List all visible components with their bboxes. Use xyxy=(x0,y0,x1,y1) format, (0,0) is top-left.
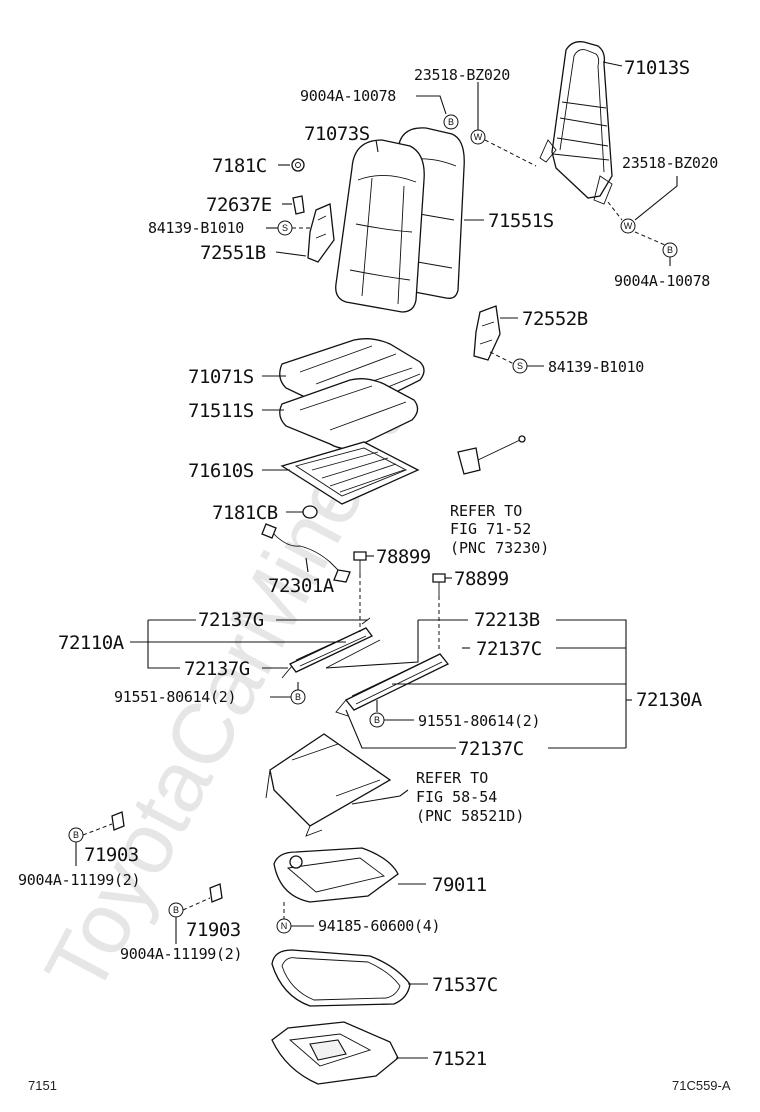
seatback-frame-71013S xyxy=(539,41,613,205)
screw-symbol-84139-right: S xyxy=(512,358,528,374)
label-72130A: 72130A xyxy=(636,689,703,711)
svg-text:W: W xyxy=(474,132,483,142)
label-72137C-bottom: 72137C xyxy=(458,738,524,760)
label-72637E: 72637E xyxy=(206,194,272,216)
seat-cushion-frame-71610S xyxy=(280,441,420,505)
bolt-78899-a xyxy=(353,551,367,574)
label-84139-B1010-left: 84139-B1010 xyxy=(148,219,244,237)
svg-text:S: S xyxy=(517,361,523,371)
nut-symbol-94185: N xyxy=(276,918,292,934)
refer-fig-71-52-line3: (PNC 73230) xyxy=(450,539,549,557)
seat-pan-58521D xyxy=(265,733,392,837)
label-72110A: 72110A xyxy=(58,632,125,654)
screw-symbol-84139-left: S xyxy=(277,220,293,236)
refer-fig-58-54-line2: FIG 58-54 xyxy=(416,788,497,806)
refer-fig-58-54-line1: REFER TO xyxy=(416,769,488,787)
label-9004A-11199-b: 9004A-11199(2) xyxy=(120,945,242,963)
label-71610S: 71610S xyxy=(188,460,254,482)
bottom-cover-71521 xyxy=(271,1021,399,1085)
label-91551-80614-left: 91551-80614(2) xyxy=(114,688,236,706)
label-23518-BZ020-top: 23518-BZ020 xyxy=(414,66,510,84)
part-labels: 71013S 23518-BZ020 9004A-10078 71073S 71… xyxy=(18,57,719,1070)
label-79011: 79011 xyxy=(432,874,487,896)
svg-text:S: S xyxy=(282,223,288,233)
footer-diagram-code: 71C559-A xyxy=(672,1078,731,1093)
label-72137G-bottom: 72137G xyxy=(184,658,250,680)
leader-lines xyxy=(75,61,678,1059)
label-72301A: 72301A xyxy=(268,575,335,597)
label-71071S: 71071S xyxy=(188,366,254,388)
label-7181C: 7181C xyxy=(212,155,267,177)
washer-7181CB xyxy=(302,505,318,519)
bolt-symbol-9004A-10078-top: B xyxy=(443,114,459,130)
label-78899-a: 78899 xyxy=(376,546,431,568)
label-94185-60600: 94185-60600(4) xyxy=(318,917,440,935)
washer-symbol-23518-right: W xyxy=(620,218,636,234)
adjuster-72110A xyxy=(281,617,373,679)
bolt-78899-b xyxy=(432,573,446,596)
label-84139-B1010-right: 84139-B1010 xyxy=(548,358,644,376)
label-9004A-11199-a: 9004A-11199(2) xyxy=(18,871,140,889)
svg-text:B: B xyxy=(448,117,454,127)
label-71551S: 71551S xyxy=(488,210,554,232)
label-72137G-top: 72137G xyxy=(198,609,264,631)
cap-72637E xyxy=(292,195,305,215)
svg-text:B: B xyxy=(295,692,301,702)
label-72552B: 72552B xyxy=(522,308,588,330)
clip-7181C xyxy=(291,158,305,172)
label-71511S: 71511S xyxy=(188,400,254,422)
refer-fig-58-54-line3: (PNC 58521D) xyxy=(416,807,524,825)
label-72213B: 72213B xyxy=(474,609,540,631)
label-71521: 71521 xyxy=(432,1048,487,1070)
cable-72301A xyxy=(261,523,351,583)
cover-72551B xyxy=(307,203,335,263)
svg-text:B: B xyxy=(374,715,380,725)
cover-79011 xyxy=(273,847,399,903)
footer-figure-number: 7151 xyxy=(28,1078,57,1093)
clip-71903-b xyxy=(209,883,223,903)
recliner-cable xyxy=(457,435,526,475)
label-9004A-10078-right: 9004A-10078 xyxy=(614,272,710,290)
svg-text:N: N xyxy=(281,921,288,931)
svg-text:B: B xyxy=(173,905,179,915)
svg-text:B: B xyxy=(667,245,673,255)
label-23518-BZ020-right: 23518-BZ020 xyxy=(622,154,718,172)
seat-cushion-pad-71511S xyxy=(279,378,419,450)
adjuster-72130A xyxy=(325,639,450,717)
label-71013S: 71013S xyxy=(624,57,690,79)
svg-text:B: B xyxy=(73,830,79,840)
refer-fig-71-52-line1: REFER TO xyxy=(450,502,522,520)
frame-71537C xyxy=(271,949,411,1007)
label-7181CB: 7181CB xyxy=(212,502,278,524)
bolt-symbol-9004A-11199-b: B xyxy=(168,902,184,918)
svg-text:W: W xyxy=(624,221,633,231)
label-71537C: 71537C xyxy=(432,974,498,996)
refer-fig-71-52-line2: FIG 71-52 xyxy=(450,520,531,538)
label-71073S: 71073S xyxy=(304,123,370,145)
label-72551B: 72551B xyxy=(200,242,266,264)
bolt-symbol-91551-left: B xyxy=(290,689,306,705)
cover-72552B xyxy=(473,305,501,361)
bolt-symbol-9004A-11199-a: B xyxy=(68,827,84,843)
seatback-assembly xyxy=(335,127,465,313)
label-72137C-top: 72137C xyxy=(476,638,542,660)
label-9004A-10078-top: 9004A-10078 xyxy=(300,87,396,105)
label-71903-a: 71903 xyxy=(84,844,139,866)
label-78899-b: 78899 xyxy=(454,568,509,590)
bolt-symbol-91551-right: B xyxy=(369,712,385,728)
label-91551-80614-right: 91551-80614(2) xyxy=(418,712,540,730)
washer-symbol-23518-top: W xyxy=(470,129,486,145)
clip-71903-a xyxy=(111,811,125,831)
bolt-symbol-9004A-10078-right: B xyxy=(662,242,678,258)
label-71903-b: 71903 xyxy=(186,919,241,941)
